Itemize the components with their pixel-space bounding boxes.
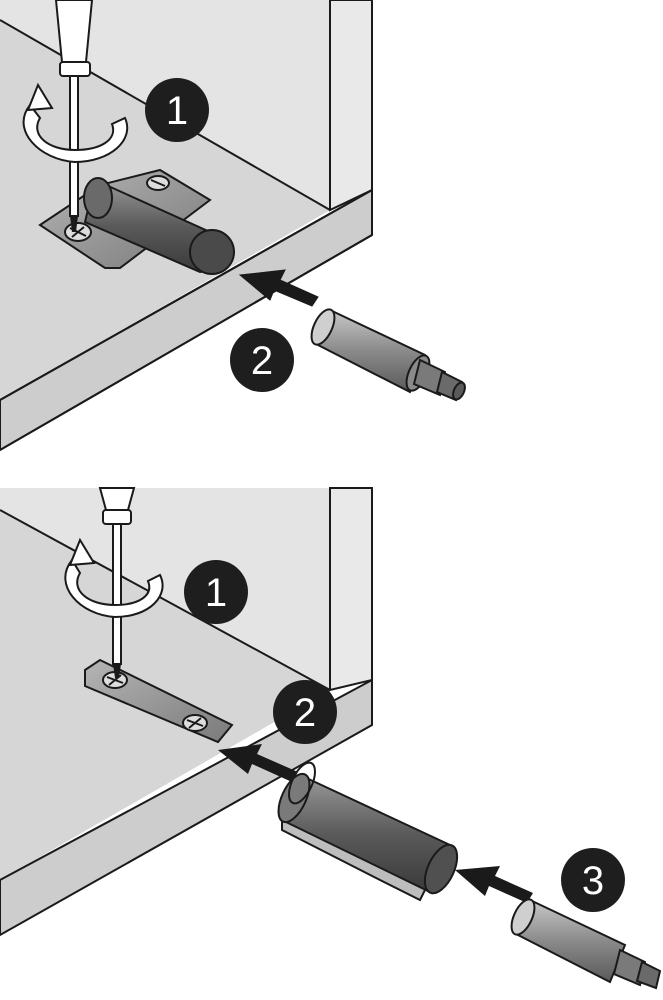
- step-number: 2: [251, 339, 273, 383]
- cabinet-inner-wall: [0, 488, 330, 690]
- push-arrow-icon: [455, 866, 533, 903]
- step-badge-2: 2: [230, 328, 294, 392]
- mounting-plate: [84, 658, 234, 744]
- bottom-panel: 1 2 3: [0, 487, 662, 990]
- cabinet-side-board: [329, 0, 373, 212]
- step-number: 2: [294, 691, 316, 735]
- screw-icon: [182, 714, 208, 732]
- screw-icon: [64, 222, 92, 242]
- top-panel: 1 2: [0, 0, 466, 452]
- step-badge-1: 1: [184, 560, 248, 624]
- rotate-arrow-icon: [64, 537, 164, 619]
- push-arrow-icon: [238, 269, 319, 307]
- screwdriver-icon: [54, 0, 94, 232]
- step-number: 3: [582, 859, 604, 903]
- push-arrow-icon: [218, 744, 298, 782]
- rotate-arrow-icon: [22, 82, 128, 164]
- damper-housing: [83, 177, 235, 275]
- screwdriver-icon: [98, 487, 136, 678]
- step-number: 1: [166, 89, 188, 133]
- damper-assembly: [277, 761, 459, 902]
- plunger-cylinder: [510, 898, 662, 990]
- plunger-cylinder: [310, 308, 466, 402]
- step-number: 1: [205, 571, 227, 615]
- step-badge-3: 3: [561, 848, 625, 912]
- step-badge-1: 1: [145, 78, 209, 142]
- cabinet-side-board: [329, 487, 373, 692]
- screw-icon: [146, 175, 170, 191]
- step-badge-2: 2: [273, 680, 337, 744]
